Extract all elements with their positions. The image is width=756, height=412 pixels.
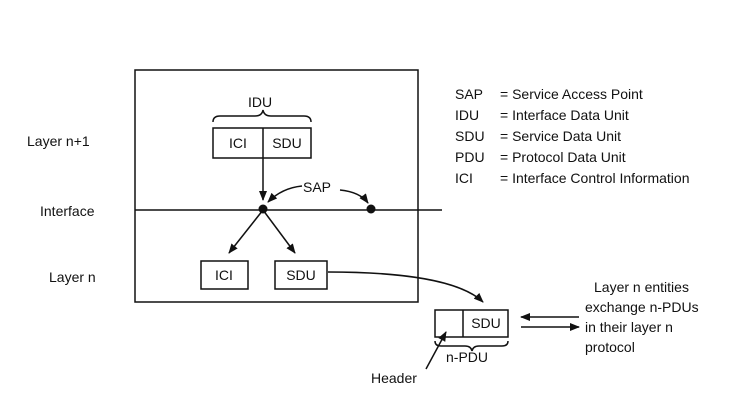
idu-sdu-text: SDU	[272, 135, 302, 151]
legend-def-ici: = Interface Control Information	[500, 170, 690, 186]
sap-pointer-right	[339, 189, 369, 204]
interface-label: Interface	[40, 203, 95, 219]
note-line-4: protocol	[585, 339, 635, 355]
note-line-2: exchange n-PDUs	[585, 299, 699, 315]
lower-ici-text: ICI	[215, 267, 233, 283]
idu-brace	[212, 109, 312, 123]
legend-abbr-idu: IDU	[455, 107, 479, 123]
npdu-box	[434, 309, 509, 338]
idu-ici-text: ICI	[229, 135, 247, 151]
sdu-to-npdu-arrow	[327, 271, 484, 303]
arrow-to-lower-sdu	[262, 209, 296, 254]
npdu-sdu-text: SDU	[471, 315, 501, 331]
lower-ici-box	[200, 260, 249, 290]
header-label: Header	[371, 370, 417, 386]
legend-abbr-sap: SAP	[455, 86, 483, 102]
sap-point-right	[366, 204, 376, 214]
header-pointer	[425, 331, 447, 370]
legend-abbr-pdu: PDU	[455, 149, 485, 165]
sap-pointer-left	[267, 185, 303, 203]
legend-abbr-ici: ICI	[455, 170, 473, 186]
sap-point-left	[258, 204, 268, 214]
legend-abbr-sdu: SDU	[455, 128, 485, 144]
idu-label: IDU	[248, 94, 272, 110]
note-line-3: in their layer n	[585, 319, 673, 335]
legend-def-sdu: = Service Data Unit	[500, 128, 621, 144]
lower-sdu-box	[274, 260, 328, 290]
arrow-to-lower-ici	[228, 209, 264, 254]
legend-def-pdu: = Protocol Data Unit	[500, 149, 626, 165]
legend-def-sap: = Service Access Point	[500, 86, 643, 102]
lower-sdu-text: SDU	[286, 267, 316, 283]
layer-n-plus-1-label: Layer n+1	[27, 133, 90, 149]
idu-box	[212, 127, 312, 159]
npdu-label: n-PDU	[446, 349, 488, 365]
note-line-1: Layer n entities	[594, 279, 689, 295]
legend-def-idu: = Interface Data Unit	[500, 107, 629, 123]
layer-n-label: Layer n	[49, 269, 96, 285]
legend: SAP = Service Access Point IDU = Interfa…	[455, 86, 690, 186]
sap-label: SAP	[303, 179, 331, 195]
